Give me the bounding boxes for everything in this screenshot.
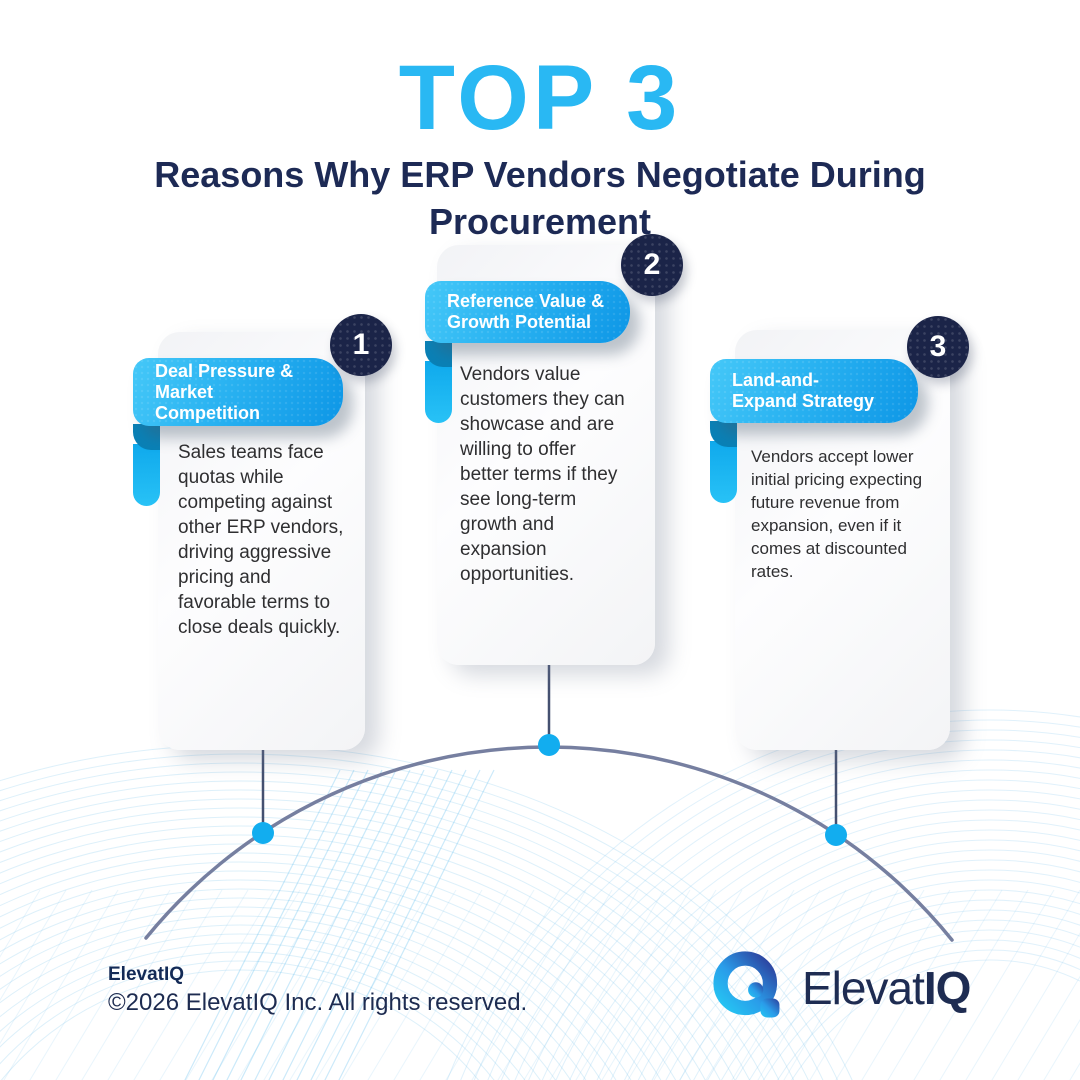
timeline-dot-1 bbox=[252, 822, 274, 844]
footer-brand-name: ElevatIQ bbox=[108, 964, 185, 985]
reason-card-2: 2 Reference Value & Growth Potential Ven… bbox=[425, 234, 683, 665]
wordmark-light-part: Elevat bbox=[802, 962, 925, 1014]
card-body-text-2: Vendors value customers they can showcas… bbox=[460, 364, 625, 585]
number-badge-3: 3 bbox=[907, 316, 969, 378]
card-body-text-3: Vendors accept lower initial pricing exp… bbox=[751, 447, 923, 581]
wordmark-bold-part: IQ bbox=[923, 962, 972, 1014]
number-badge-1: 1 bbox=[330, 314, 392, 376]
reason-card-3: 3 Land-and- Expand Strategy Vendors acce… bbox=[710, 316, 969, 750]
card-title-ribbon-3: Land-and- Expand Strategy bbox=[710, 359, 918, 423]
elevatiq-logo: ElevatIQ bbox=[712, 950, 972, 1026]
footer-credit: ElevatIQ ©2026 ElevatIQ Inc. All rights … bbox=[108, 962, 527, 1018]
reason-card-1: 1 Deal Pressure & Market Competition Sal… bbox=[133, 314, 392, 750]
page-subtitle: Reasons Why ERP Vendors Negotiate During… bbox=[154, 154, 926, 242]
timeline-dot-3 bbox=[825, 824, 847, 846]
card-title-ribbon-2: Reference Value & Growth Potential bbox=[425, 281, 630, 343]
ribbon-tab-1 bbox=[133, 444, 160, 506]
card-title-ribbon-1: Deal Pressure & Market Competition bbox=[133, 358, 343, 426]
page-title: TOP 3 bbox=[398, 47, 682, 149]
footer-copyright: ©2026 ElevatIQ Inc. All rights reserved. bbox=[108, 989, 528, 1016]
wave-mesh-pattern bbox=[0, 709, 1080, 1080]
number-badge-2: 2 bbox=[621, 234, 683, 296]
timeline-dot-2 bbox=[538, 734, 560, 756]
elevatiq-q-mark-icon bbox=[713, 951, 780, 1018]
card-body-text-1: Sales teams face quotas while competing … bbox=[178, 442, 344, 638]
ribbon-tab-2 bbox=[425, 361, 452, 423]
elevatiq-wordmark: ElevatIQ bbox=[802, 962, 972, 1014]
ribbon-tab-3 bbox=[710, 441, 737, 503]
